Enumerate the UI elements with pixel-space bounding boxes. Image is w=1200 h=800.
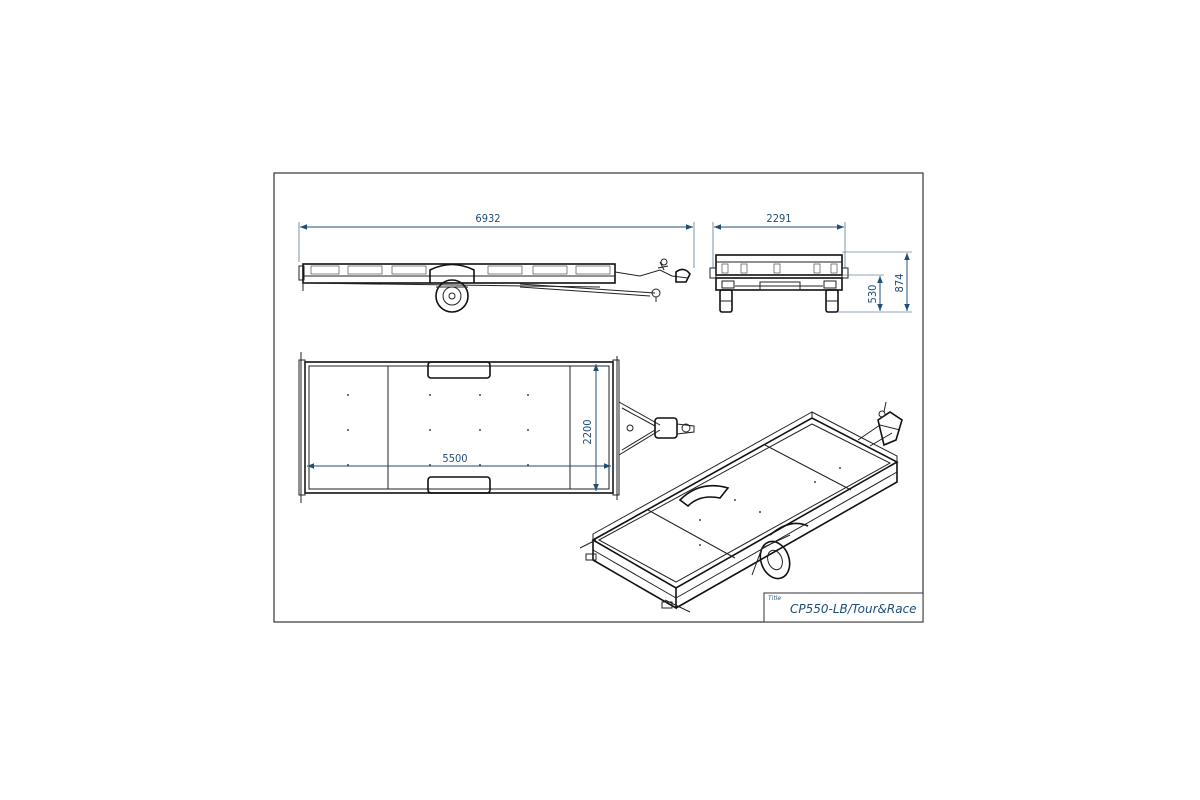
front-view: 2291 530 874 xyxy=(709,212,912,313)
title-block-label: Title xyxy=(768,595,781,602)
title-block: Title CP550-LB/Tour&Race xyxy=(763,592,924,623)
isometric-view xyxy=(579,401,903,613)
drawing-title: CP550-LB/Tour&Race xyxy=(790,602,917,616)
side-view: 6932 xyxy=(298,212,695,313)
overall-height-label: 874 xyxy=(893,274,906,293)
overall-width-label: 2291 xyxy=(766,212,791,225)
overall-length-label: 6932 xyxy=(475,212,500,225)
platform-width-label: 2200 xyxy=(581,419,594,444)
platform-height-label: 530 xyxy=(866,285,879,304)
platform-length-label: 5500 xyxy=(442,452,467,465)
drawing-frame xyxy=(273,172,924,623)
top-view: 5500 2200 xyxy=(298,352,695,503)
